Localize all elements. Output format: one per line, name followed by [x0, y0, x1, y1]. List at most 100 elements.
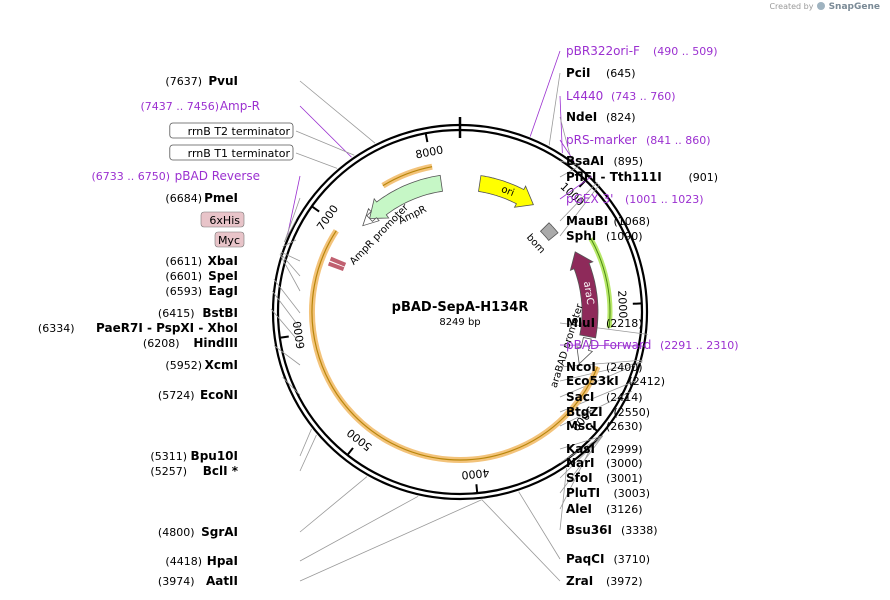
- right-label-5: BsaAI(895): [566, 154, 643, 168]
- label-name: SphI: [566, 229, 596, 243]
- leader-left-15: [282, 376, 301, 396]
- label-position: (6593): [165, 285, 202, 298]
- right-label-16: MscI(2630): [566, 419, 643, 433]
- box-label-text: rrnB T2 terminator: [188, 125, 291, 138]
- leader-left-3: [295, 152, 338, 169]
- left-label-6: 6xHis: [200, 211, 245, 228]
- label-position: (6733 .. 6750): [91, 170, 170, 183]
- leader-right-10: [559, 322, 648, 335]
- leader-left-10: [279, 254, 301, 292]
- right-label-14: SacI(2414): [566, 390, 643, 404]
- right-label-20: PluTI(3003): [566, 486, 650, 500]
- leader-left-20: [299, 499, 482, 582]
- label-name: HindIII: [193, 336, 238, 350]
- label-position: (5952): [165, 359, 202, 372]
- site-labels: PvuI(7637)Amp-R(7437 .. 7456)rrnB T2 ter…: [38, 44, 739, 588]
- tick-8000: [424, 133, 429, 143]
- left-label-15: EcoNI(5724): [158, 388, 238, 402]
- label-name: BstBI: [202, 306, 238, 320]
- label-name: PluTI: [566, 486, 600, 500]
- right-label-21: AleI(3126): [566, 502, 643, 516]
- left-label-4: pBAD Reverse(6733 .. 6750): [91, 169, 260, 183]
- tag-label-frame: [200, 211, 245, 228]
- label-position: (6601): [165, 270, 202, 283]
- leader-left-11: [273, 279, 301, 314]
- tag-label-frame: [214, 231, 245, 248]
- label-name: SfoI: [566, 471, 593, 485]
- right-label-23: PaqCI (3710): [566, 552, 650, 566]
- label-position: (2400): [606, 361, 643, 374]
- label-position: (824): [606, 111, 636, 124]
- left-label-0: PvuI(7637): [165, 74, 238, 88]
- label-position: (6415): [158, 307, 195, 320]
- highlight-arc-main-line: [311, 230, 599, 461]
- label-position: (3710): [614, 553, 651, 566]
- left-label-5: PmeI(6684): [165, 191, 238, 205]
- label-name: NcoI: [566, 360, 596, 374]
- leader-right-3: [559, 116, 572, 160]
- label-position: (3000): [606, 457, 643, 470]
- label-name: XbaI: [208, 254, 238, 268]
- label-name: ZraI: [566, 574, 593, 588]
- label-position: (6334): [38, 322, 75, 335]
- left-label-3: rrnB T1 terminator: [169, 144, 294, 161]
- left-label-18: SgrAI(4800): [158, 525, 238, 539]
- leader-right-24: [481, 499, 561, 582]
- leader-right-4: [559, 139, 575, 162]
- label-position: (743 .. 760): [611, 90, 676, 103]
- leader-right-1: [548, 72, 561, 146]
- label-name: HpaI: [207, 554, 238, 568]
- box-label-text: rrnB T1 terminator: [188, 147, 291, 160]
- label-position: (2999): [606, 443, 643, 456]
- leader-left-2: [295, 130, 355, 156]
- leader-right-5: [559, 160, 580, 166]
- label-position: (4418): [165, 555, 202, 568]
- leader-right-6: [559, 165, 580, 178]
- right-label-9: SphI(1090): [566, 229, 643, 243]
- leader-left-4: [287, 175, 301, 235]
- label-position: (2412): [629, 375, 666, 388]
- right-label-19: SfoI(3001): [566, 471, 643, 485]
- left-label-17: BclI *(5257): [150, 464, 238, 478]
- leader-left-16: [299, 428, 312, 457]
- label-position: (490 .. 509): [653, 45, 718, 58]
- tick-label-4000: 4000: [461, 466, 490, 482]
- feature-araBAD-promoter: [576, 337, 594, 365]
- leader-left-6: [284, 219, 297, 242]
- label-name: PvuI: [208, 74, 238, 88]
- label-position: (5724): [158, 389, 195, 402]
- leader-right-7: [559, 176, 592, 200]
- leader-right-8: [559, 181, 598, 222]
- label-name: KasI: [566, 442, 595, 456]
- label-name: NdeI: [566, 110, 597, 124]
- label-position: (5257): [150, 465, 187, 478]
- right-label-13: Eco53kI(2412): [566, 374, 665, 388]
- feature-ori: [478, 175, 534, 208]
- right-label-7: pGEX 3'(1001 .. 1023): [566, 192, 704, 206]
- right-label-2: L4440(743 .. 760): [566, 89, 676, 103]
- label-name: Bpu10I: [191, 449, 238, 463]
- label-name: PflFI - Tth111I: [566, 170, 662, 184]
- label-name: PaqCI: [566, 552, 604, 566]
- leader-right-17: [559, 435, 604, 450]
- label-position: (2630): [606, 420, 643, 433]
- leader-left-1: [299, 105, 352, 158]
- label-position: (2218): [606, 317, 643, 330]
- label-name: pRS-marker: [566, 133, 637, 147]
- label-name: SpeI: [208, 269, 238, 283]
- right-label-11: pBAD Forward(2291 .. 2310): [566, 338, 739, 352]
- right-label-1: PciI(645): [566, 66, 636, 80]
- leader-right-22: [559, 468, 567, 531]
- plasmid-name: pBAD-SepA-H134R: [392, 300, 529, 315]
- tag-label-text: 6xHis: [209, 214, 240, 227]
- leader-right-16: [559, 390, 632, 427]
- left-label-14: XcmI(5952): [165, 358, 238, 372]
- tick-7000: [311, 205, 320, 213]
- right-label-8: MauBI(1068): [566, 214, 650, 228]
- left-label-2: rrnB T2 terminator: [169, 122, 294, 139]
- label-name: EagI: [209, 284, 238, 298]
- leader-right-11: [559, 344, 646, 347]
- left-label-9: SpeI (6601): [165, 269, 238, 283]
- label-position: (7437 .. 7456): [140, 100, 219, 113]
